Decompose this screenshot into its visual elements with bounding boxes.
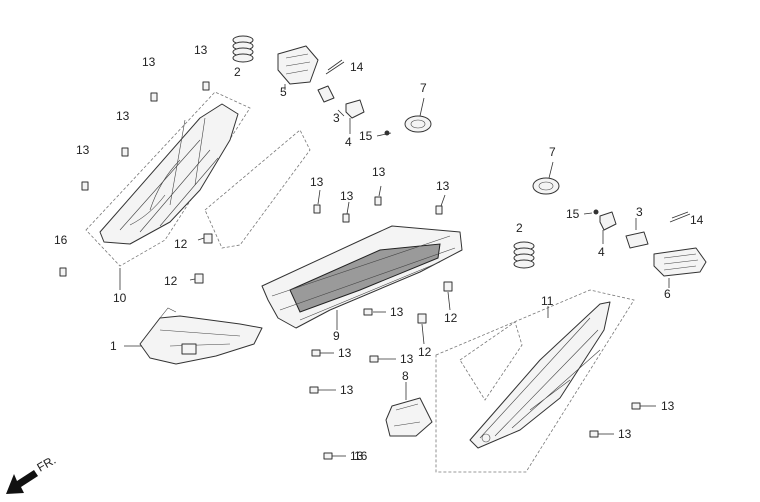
part-15-washer-left <box>384 130 390 136</box>
callout-13-k: 13 <box>400 352 414 366</box>
callout-13-h: 13 <box>436 179 450 193</box>
callout-13-l: 13 <box>340 383 354 397</box>
leader-lines <box>119 84 670 457</box>
callout-12-a: 12 <box>174 237 188 251</box>
part-3-pin-right <box>625 231 649 249</box>
callout-8: 8 <box>402 369 409 383</box>
callout-5: 5 <box>280 85 287 99</box>
callout-15-right: 15 <box>566 207 580 221</box>
callout-13-b: 13 <box>194 43 208 57</box>
callout-14-left: 14 <box>350 60 364 74</box>
part-2-spring-top <box>232 35 254 63</box>
part-7-bushing-right <box>532 177 560 195</box>
callout-12-c: 12 <box>444 311 458 325</box>
callout-6: 6 <box>664 287 671 301</box>
part-12-clip-d <box>417 313 427 324</box>
callout-2-top: 2 <box>234 65 241 79</box>
part-15-washer-right <box>593 209 599 215</box>
callout-10: 10 <box>113 291 127 305</box>
part-3-pin-left <box>317 85 335 103</box>
callout-13-o: 13 <box>350 449 364 463</box>
callout-13-g: 13 <box>372 165 386 179</box>
part-8-bracket <box>385 397 433 437</box>
callout-16-a: 16 <box>54 233 68 247</box>
callout-11: 11 <box>541 294 554 308</box>
callout-13-m: 13 <box>661 399 675 413</box>
part-12-clip-a <box>203 233 213 244</box>
callout-15-left: 15 <box>359 129 373 143</box>
callout-12-d: 12 <box>418 345 432 359</box>
callout-labels: 1 2 2 3 3 4 4 5 6 7 7 8 9 10 11 12 12 12… <box>54 43 704 463</box>
part-9-center-floor-panel <box>261 225 463 329</box>
callout-3-left: 3 <box>333 111 340 125</box>
part-12-clip-c <box>443 281 453 292</box>
callout-4-left: 4 <box>345 135 352 149</box>
callout-9: 9 <box>333 329 340 343</box>
callout-13-c: 13 <box>116 109 130 123</box>
callout-7-right: 7 <box>549 145 556 159</box>
part-14-clip-left <box>325 59 345 75</box>
callout-7-top: 7 <box>420 81 427 95</box>
part-2-spring-right <box>513 241 535 269</box>
bolt-icons <box>59 81 641 460</box>
group-outline-left-inner <box>204 129 311 249</box>
part-14-clip-right <box>669 211 691 223</box>
callout-16-b: 16 <box>354 449 368 463</box>
part-1-undercover <box>139 307 263 365</box>
part-4-collar-left <box>345 99 365 119</box>
group-outline-right-inner <box>459 321 523 401</box>
callout-13-a: 13 <box>142 55 156 69</box>
callout-13-n: 13 <box>618 427 632 441</box>
part-10-left-side-cover <box>99 103 239 245</box>
part-7-bushing-top <box>404 115 432 133</box>
part-6-footrest-right <box>653 247 707 277</box>
front-arrow-icon <box>6 470 38 494</box>
part-12-clip-b <box>194 273 204 284</box>
callout-12-b: 12 <box>164 274 178 288</box>
callout-1: 1 <box>110 339 117 353</box>
callout-14-right: 14 <box>690 213 704 227</box>
callout-2-right: 2 <box>516 221 523 235</box>
part-4-collar-right <box>599 211 617 231</box>
callout-4-right: 4 <box>598 245 605 259</box>
callout-13-i: 13 <box>390 305 404 319</box>
front-label: FR. <box>35 453 59 475</box>
part-5-footrest-left <box>277 45 319 85</box>
part-11-right-side-cover <box>469 301 611 449</box>
callout-13-e: 13 <box>310 175 324 189</box>
callout-13-d: 13 <box>76 143 90 157</box>
callout-13-f: 13 <box>340 189 354 203</box>
front-direction-indicator: FR. <box>6 453 58 494</box>
callout-3-right: 3 <box>636 205 643 219</box>
callout-13-j: 13 <box>338 346 352 360</box>
